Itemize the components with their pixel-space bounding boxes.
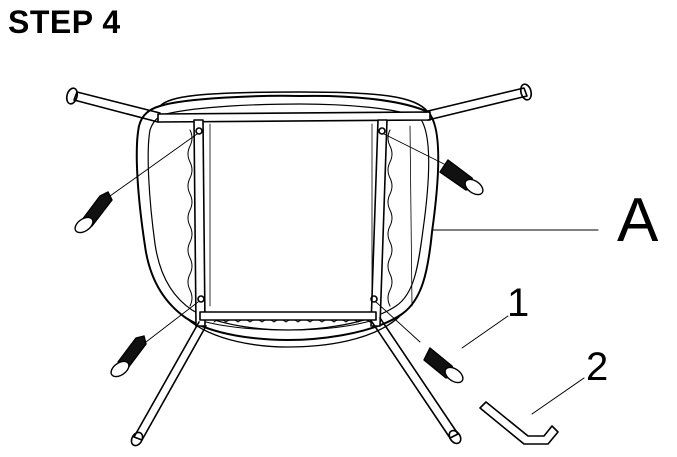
- frame-bottom-rail: [199, 311, 377, 321]
- leg-top-left: [73, 91, 161, 123]
- seat-outer-outline: [135, 94, 440, 341]
- mounting-hole: [195, 127, 203, 135]
- chair-legs: [65, 83, 533, 447]
- leg-top-right: [423, 87, 528, 121]
- bolt-head: [464, 178, 484, 196]
- mounting-hole: [370, 295, 378, 303]
- callout-leader-1: [461, 315, 509, 349]
- seat-rim-top: [159, 91, 429, 113]
- bolt-guide-line: [375, 301, 421, 343]
- seat-panel-line: [409, 125, 413, 307]
- bolt-head: [444, 366, 464, 384]
- bolt-top-right: [383, 133, 484, 196]
- bolts: [74, 133, 484, 384]
- bolt-head: [110, 360, 130, 378]
- bolt-guide-line: [109, 133, 198, 197]
- allen-key: [479, 401, 559, 445]
- chair-seat: [135, 91, 440, 348]
- bolt-bottom-left: [110, 301, 199, 378]
- leg-foot-bottom-right: [448, 429, 462, 445]
- chair-frame: [157, 111, 431, 327]
- bolt-guide-line: [145, 301, 199, 343]
- bolt-head: [74, 216, 94, 234]
- bolt-bottom-right: [375, 301, 464, 384]
- leg-foot-top-right: [519, 83, 533, 101]
- callout-label-1: 1: [507, 281, 530, 325]
- callout-label-a: A: [617, 186, 659, 255]
- seat-wavy-edge-right: [387, 129, 393, 307]
- step-title: STEP 4: [8, 4, 121, 40]
- leg-foot-bottom-left: [130, 431, 144, 447]
- leg-bottom-left: [133, 321, 207, 441]
- frame-left-rail: [193, 119, 206, 327]
- bolt-guide-line: [383, 133, 445, 165]
- mounting-hole: [197, 295, 205, 303]
- callout-label-2: 2: [586, 345, 609, 389]
- leg-bottom-right: [371, 317, 459, 439]
- allen-key-body: [479, 401, 559, 445]
- mounting-hole: [378, 127, 386, 135]
- seat-rim-bottom: [185, 313, 403, 348]
- seat-wavy-edge-left: [187, 129, 193, 307]
- frame-right-rail: [370, 119, 388, 327]
- seat-underside-edge: [205, 319, 375, 331]
- callout-leader-2: [531, 377, 585, 415]
- callout-leaders: [431, 229, 599, 415]
- bolt-top-left: [74, 133, 198, 234]
- leg-foot-top-left: [65, 87, 79, 105]
